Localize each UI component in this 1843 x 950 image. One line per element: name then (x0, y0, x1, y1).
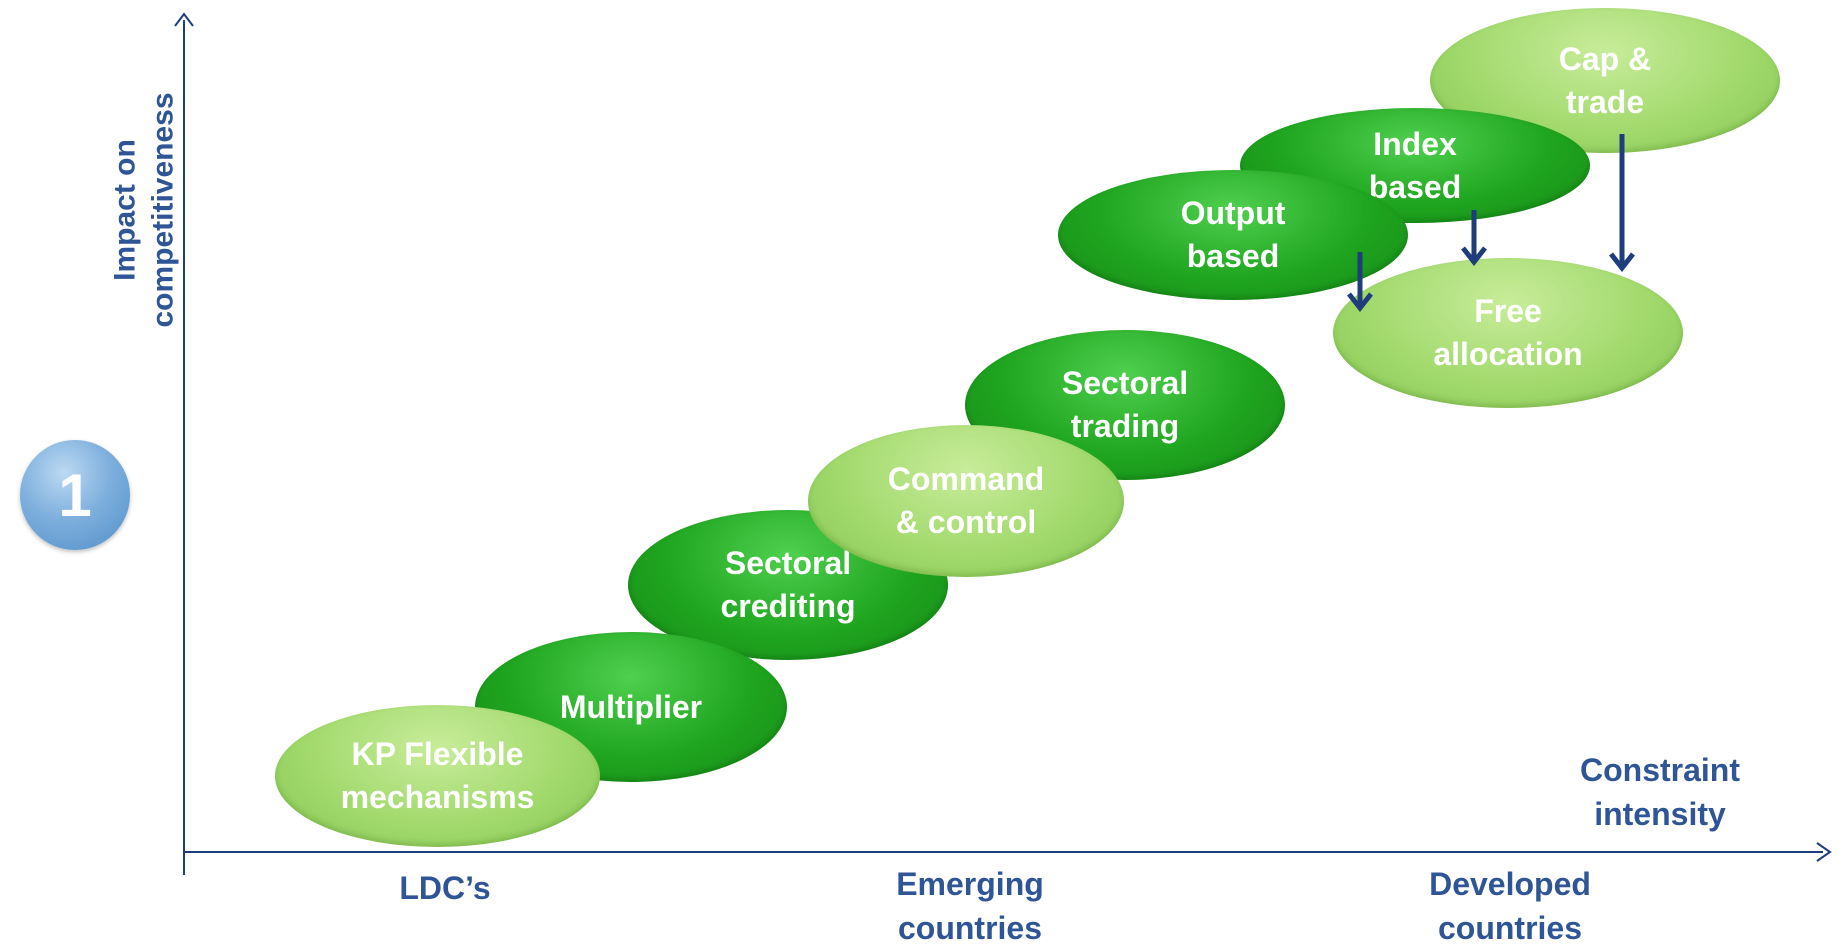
label-free-allocation: Free allocation (1433, 293, 1583, 372)
label-sectoral-crediting: Sectoral crediting (720, 545, 856, 624)
y-axis-title: Impact on competitiveness (20, 60, 270, 360)
ellipse-output-based: Output based (1058, 170, 1408, 300)
ellipse-command-and-control: Command & control (808, 425, 1124, 577)
arrow-cap-to-free-allocation (1609, 134, 1635, 272)
label-multiplier: Multiplier (559, 688, 703, 725)
label-command-and-control: Command & control (887, 461, 1045, 540)
ellipse-kp-flexible-mechanisms: KP Flexible mechanisms (275, 705, 600, 847)
arrow-output-to-free-allocation (1347, 252, 1373, 312)
arrow-index-to-free-allocation (1461, 210, 1487, 266)
y-axis-title-text: Impact on competitiveness (109, 92, 180, 328)
y-axis-line (183, 20, 185, 875)
step-number: 1 (58, 461, 92, 529)
label-index-based: Index based (1368, 125, 1462, 205)
x-category-developed: Developed countries (1429, 866, 1591, 946)
x-axis-line (183, 851, 1823, 853)
step-number-badge: 1 (20, 440, 130, 550)
x-axis-arrowhead (1816, 842, 1832, 862)
label-kp-flexible-mechanisms: KP Flexible mechanisms (340, 736, 535, 815)
x-category-emerging: Emerging countries (896, 866, 1044, 946)
x-category-ldcs: LDC’s (399, 870, 491, 906)
label-output-based: Output based (1180, 195, 1286, 274)
label-cap-and-trade: Cap & trade (1558, 40, 1652, 120)
x-axis-title: Constraint intensity (1580, 752, 1740, 832)
y-axis-arrowhead (174, 12, 194, 27)
ellipse-free-allocation: Free allocation (1333, 258, 1683, 408)
label-sectoral-trading: Sectoral trading (1061, 365, 1189, 444)
